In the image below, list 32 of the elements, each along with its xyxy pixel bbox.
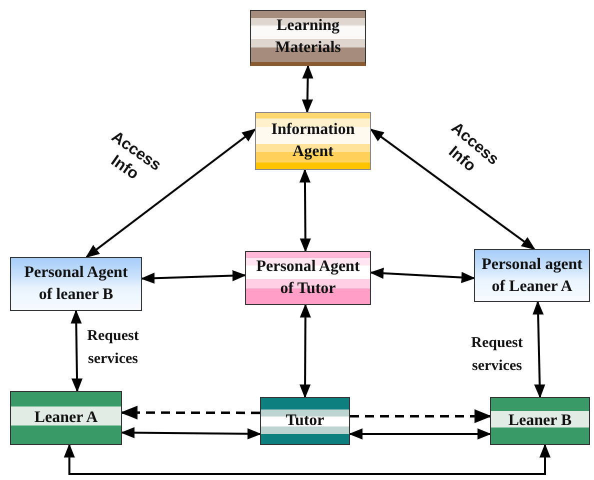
tutor-box	[260, 397, 350, 445]
agent-box	[10, 257, 142, 311]
node-label: Information Agent	[270, 120, 356, 162]
agent-box	[255, 112, 371, 170]
node-label: Leaner A	[34, 408, 98, 428]
node-label: Personal Agent of leaner B	[23, 263, 129, 305]
arrow	[370, 268, 476, 284]
agent-box	[474, 249, 590, 302]
arrow	[70, 310, 83, 392]
arrow	[64, 444, 551, 475]
node-label: Leaner B	[508, 411, 572, 432]
edge-label: Request services	[470, 334, 524, 376]
arrow	[532, 300, 546, 398]
arrow	[85, 128, 256, 258]
arrow	[299, 304, 312, 398]
arrow	[350, 409, 492, 424]
learner-box	[10, 391, 122, 445]
node-label: Personal Agent of Tutor	[256, 257, 360, 299]
arrow	[370, 128, 536, 250]
edge-label: Request services	[86, 327, 140, 368]
node-label: Personal agent of Leaner A	[480, 254, 584, 296]
node-label: Tutor	[286, 411, 324, 432]
agent-box	[245, 251, 371, 305]
arrow	[302, 64, 314, 114]
learner-box	[490, 397, 590, 445]
store-box	[250, 10, 366, 66]
node-label: Learning Materials	[274, 16, 342, 58]
arrow	[140, 270, 246, 284]
arrow	[120, 406, 260, 420]
arrow	[348, 428, 492, 440]
arrow	[299, 168, 311, 252]
arrow	[120, 427, 262, 440]
